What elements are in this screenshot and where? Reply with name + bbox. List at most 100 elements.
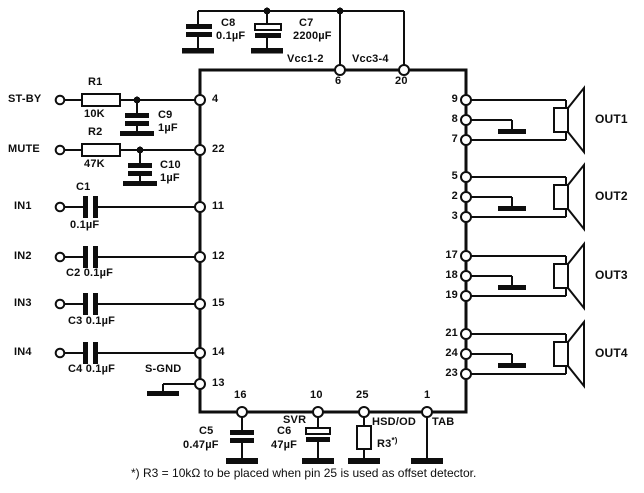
- in2-label: IN2: [14, 250, 32, 262]
- pin-2: [460, 191, 472, 203]
- pin-18-number: 18: [445, 269, 458, 281]
- sgnd-label: S-GND: [145, 363, 182, 375]
- in4-branch: [64, 342, 200, 364]
- out4-label: OUT4: [595, 346, 628, 360]
- pin-13: [194, 378, 206, 390]
- svr-label: SVR: [283, 414, 307, 426]
- terminal-stby: [54, 94, 66, 106]
- c3-label: C3 0.1µF: [68, 315, 116, 327]
- in3-branch: [64, 293, 200, 315]
- out3-label: OUT3: [595, 268, 628, 282]
- c6-value: 47µF: [271, 439, 298, 451]
- c5-value: 0.47µF: [183, 439, 219, 451]
- pin-23: [460, 368, 472, 380]
- capacitor-c8: [182, 11, 214, 54]
- in1-branch: [64, 196, 200, 218]
- pin-22: [194, 144, 206, 156]
- out2-channel: [466, 162, 585, 232]
- c8-name: C8: [221, 17, 236, 29]
- c7-value: 2200µF: [293, 30, 332, 42]
- pin-11: [194, 201, 206, 213]
- c1-value: 0.1µF: [70, 219, 100, 231]
- r3-name: R3*): [377, 436, 398, 450]
- pin-3-number: 3: [451, 210, 458, 222]
- pin-1: [421, 406, 433, 418]
- tab-label: TAB: [432, 416, 455, 428]
- out3-channel: [466, 241, 585, 311]
- c9-value: 1µF: [158, 122, 178, 134]
- pin-12: [194, 251, 206, 263]
- pin-7: [460, 134, 472, 146]
- footnote-text: *) R3 = 10kΩ to be placed when pin 25 is…: [131, 466, 477, 480]
- pin-11-number: 11: [212, 200, 225, 212]
- terminal-in1: [54, 201, 66, 213]
- c1-name: C1: [76, 181, 91, 193]
- pin-9: [460, 94, 472, 106]
- terminal-in4: [54, 347, 66, 359]
- sgnd-branch: [147, 383, 200, 396]
- c6-name: C6: [277, 425, 292, 437]
- pin-15: [194, 298, 206, 310]
- pin-25-number: 25: [356, 389, 369, 401]
- in4-label: IN4: [14, 346, 32, 358]
- pin-10: [312, 406, 324, 418]
- pin-21-number: 21: [445, 327, 458, 339]
- terminal-in2: [54, 251, 66, 263]
- terminal-mute: [54, 144, 66, 156]
- r2-value: 47K: [84, 158, 105, 170]
- mute-label: MUTE: [8, 143, 40, 155]
- pin-14: [194, 347, 206, 359]
- in1-label: IN1: [14, 200, 32, 212]
- in3-label: IN3: [14, 297, 32, 309]
- stby-label: ST-BY: [8, 93, 42, 105]
- c10-name: C10: [160, 159, 181, 171]
- out2-label: OUT2: [595, 189, 628, 203]
- out1-label: OUT1: [595, 112, 628, 126]
- pin-20-number: 20: [395, 75, 408, 87]
- stby-branch: [64, 93, 200, 107]
- pin-15-number: 15: [212, 297, 225, 309]
- in2-branch: [64, 246, 200, 268]
- pin-16-number: 16: [234, 389, 247, 401]
- ic-pin-terminals: [194, 64, 472, 418]
- terminal-in3: [54, 298, 66, 310]
- pin-3: [460, 211, 472, 223]
- pin-25: [358, 406, 370, 418]
- hsd-od-label: HSD/OD: [372, 416, 416, 428]
- pin-6-number: 6: [335, 75, 342, 87]
- capacitor-c6: [302, 412, 334, 464]
- pin-12-number: 12: [212, 250, 225, 262]
- pin-17: [460, 250, 472, 262]
- r1-name: R1: [88, 76, 103, 88]
- out1-channel: [466, 85, 585, 155]
- pin-10-number: 10: [310, 389, 323, 401]
- pin-23-number: 23: [445, 367, 458, 379]
- pin-16: [236, 406, 248, 418]
- pin-19: [460, 290, 472, 302]
- pin-5-number: 5: [451, 170, 458, 182]
- r3-footnote-marker: *): [391, 436, 398, 445]
- tab-ground: [411, 412, 443, 464]
- c8-value: 0.1µF: [216, 30, 246, 42]
- pin-8-number: 8: [451, 113, 458, 125]
- c4-label: C4 0.1µF: [68, 363, 116, 375]
- vcc12-label: Vcc1-2: [287, 53, 324, 65]
- c10-value: 1µF: [160, 172, 180, 184]
- pin-13-number: 13: [212, 377, 225, 389]
- pin-4-number: 4: [212, 93, 219, 105]
- c2-label: C2 0.1µF: [66, 267, 114, 279]
- pin-14-number: 14: [212, 346, 225, 358]
- pin-7-number: 7: [451, 133, 458, 145]
- pin-24-number: 24: [445, 347, 458, 359]
- resistor-r3: [348, 412, 380, 464]
- pin-18: [460, 270, 472, 282]
- vcc34-label: Vcc3-4: [352, 53, 389, 65]
- input-terminals: [54, 94, 66, 359]
- pin-21: [460, 328, 472, 340]
- r2-name: R2: [88, 126, 103, 138]
- c7-name: C7: [299, 17, 314, 29]
- c5-name: C5: [199, 425, 214, 437]
- pin-9-number: 9: [451, 93, 458, 105]
- pin-2-number: 2: [451, 190, 458, 202]
